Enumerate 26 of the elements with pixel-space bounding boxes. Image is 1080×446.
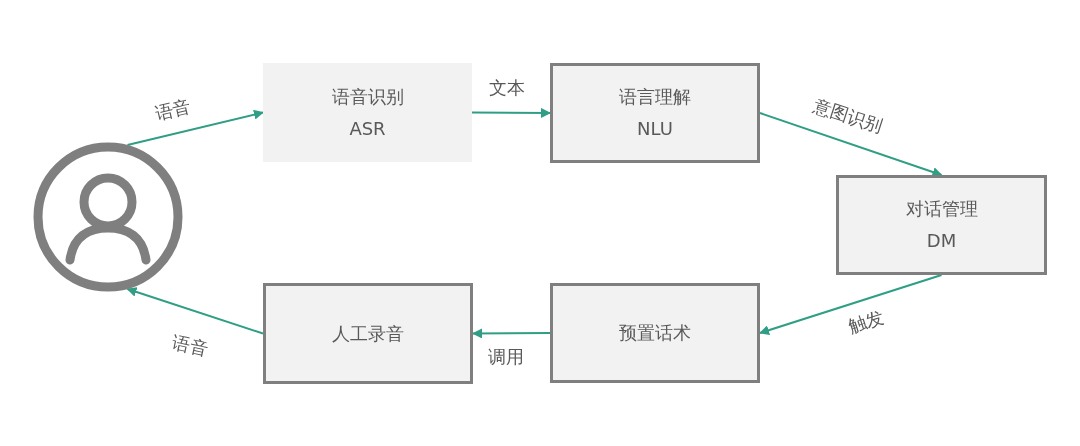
edge-label: 文本 <box>489 78 525 98</box>
arrow <box>471 107 551 118</box>
person-icon <box>33 142 183 292</box>
arrow <box>759 112 943 177</box>
edge-label: 意图识别 <box>810 95 886 137</box>
edge-label: 语音 <box>153 96 193 124</box>
process-box <box>263 63 472 162</box>
box-title: 语音识别 <box>331 86 404 107</box>
arrow <box>126 109 264 146</box>
edge-label: 调用 <box>488 347 524 367</box>
edge-label: 语音 <box>170 332 210 360</box>
box-subtitle: DM <box>926 231 957 251</box>
process-box <box>263 283 473 384</box>
box-subtitle: ASR <box>349 118 386 139</box>
arrow <box>759 274 943 335</box>
box-subtitle: NLU <box>637 119 673 139</box>
arrow <box>472 328 551 339</box>
edge-label: 触发 <box>845 306 887 337</box>
process-box <box>550 63 760 163</box>
box-title: 语言理解 <box>619 87 691 107</box>
arrow <box>126 287 264 335</box>
box-title: 人工录音 <box>332 323 404 344</box>
box-title: 对话管理 <box>905 199 978 219</box>
box-title: 预置话术 <box>619 323 691 343</box>
process-box <box>550 283 760 383</box>
process-box <box>836 175 1047 275</box>
